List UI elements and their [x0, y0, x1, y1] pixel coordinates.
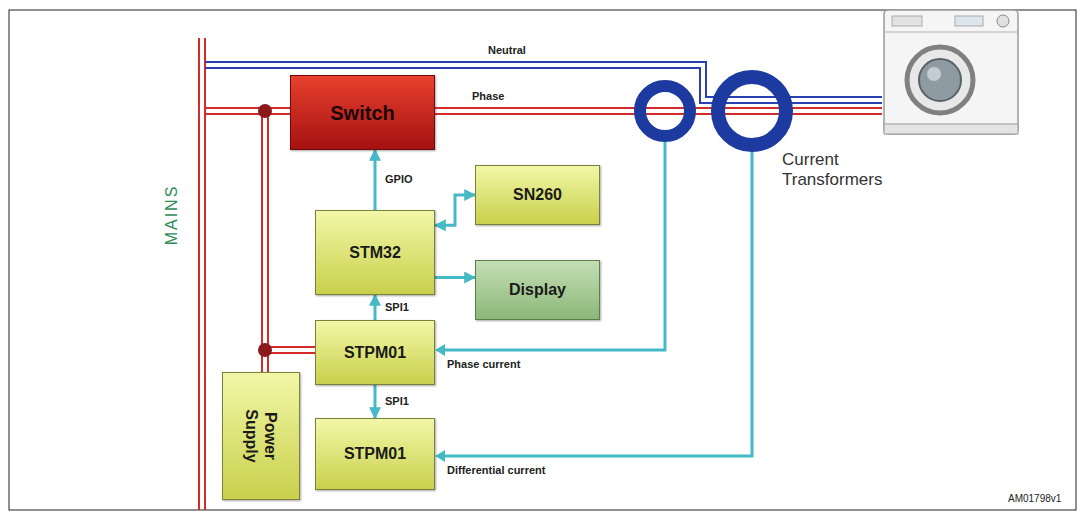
bus-arrow: [435, 195, 475, 225]
meter-chip-box: STPM01: [315, 320, 435, 385]
line-label: Neutral: [488, 44, 526, 57]
current-transformer: [640, 86, 690, 136]
node-text: Switch: [330, 101, 394, 125]
arrow-head: [435, 344, 445, 356]
supply-line: [262, 111, 315, 372]
spi-arrow: [374, 295, 377, 320]
figure-id: AM01798v1: [1008, 493, 1061, 505]
meter-chip-box: STPM01: [315, 418, 435, 490]
edge-label: GPIO: [383, 173, 415, 186]
junction-dot: [258, 104, 272, 118]
arrow-head: [435, 450, 445, 462]
figure-frame: [9, 10, 1076, 510]
bus-arrow: [435, 276, 475, 279]
junction-dot: [258, 343, 272, 357]
node-text: STM32: [349, 243, 401, 262]
node-text: SN260: [513, 185, 562, 204]
display-box: Display: [475, 260, 600, 320]
washing-machine: [884, 10, 1018, 134]
radio-module-box: SN260: [475, 165, 600, 225]
sense-wire: [441, 138, 752, 456]
node-text: Display: [509, 280, 566, 299]
switch-box: Switch: [290, 75, 435, 150]
power-supply-box: Power Supply: [222, 372, 300, 500]
spi-arrow: [374, 385, 377, 418]
node-text: STPM01: [344, 444, 406, 463]
mcu-box: STM32: [315, 210, 435, 295]
edge-label: SPI1: [383, 395, 411, 408]
signal-label: Phase current: [447, 358, 520, 371]
line-label: Phase: [472, 90, 504, 103]
edge-label: SPI1: [383, 301, 411, 314]
node-text: STPM01: [344, 343, 406, 362]
mains-line: [199, 38, 205, 510]
transformer-label: Current Transformers: [782, 150, 894, 191]
signal-label: Differential current: [447, 464, 545, 477]
node-text: Power Supply: [242, 401, 280, 471]
gpio-arrow: [374, 150, 377, 210]
mains-label: MAINS: [162, 185, 181, 246]
current-transformer: [718, 77, 786, 145]
